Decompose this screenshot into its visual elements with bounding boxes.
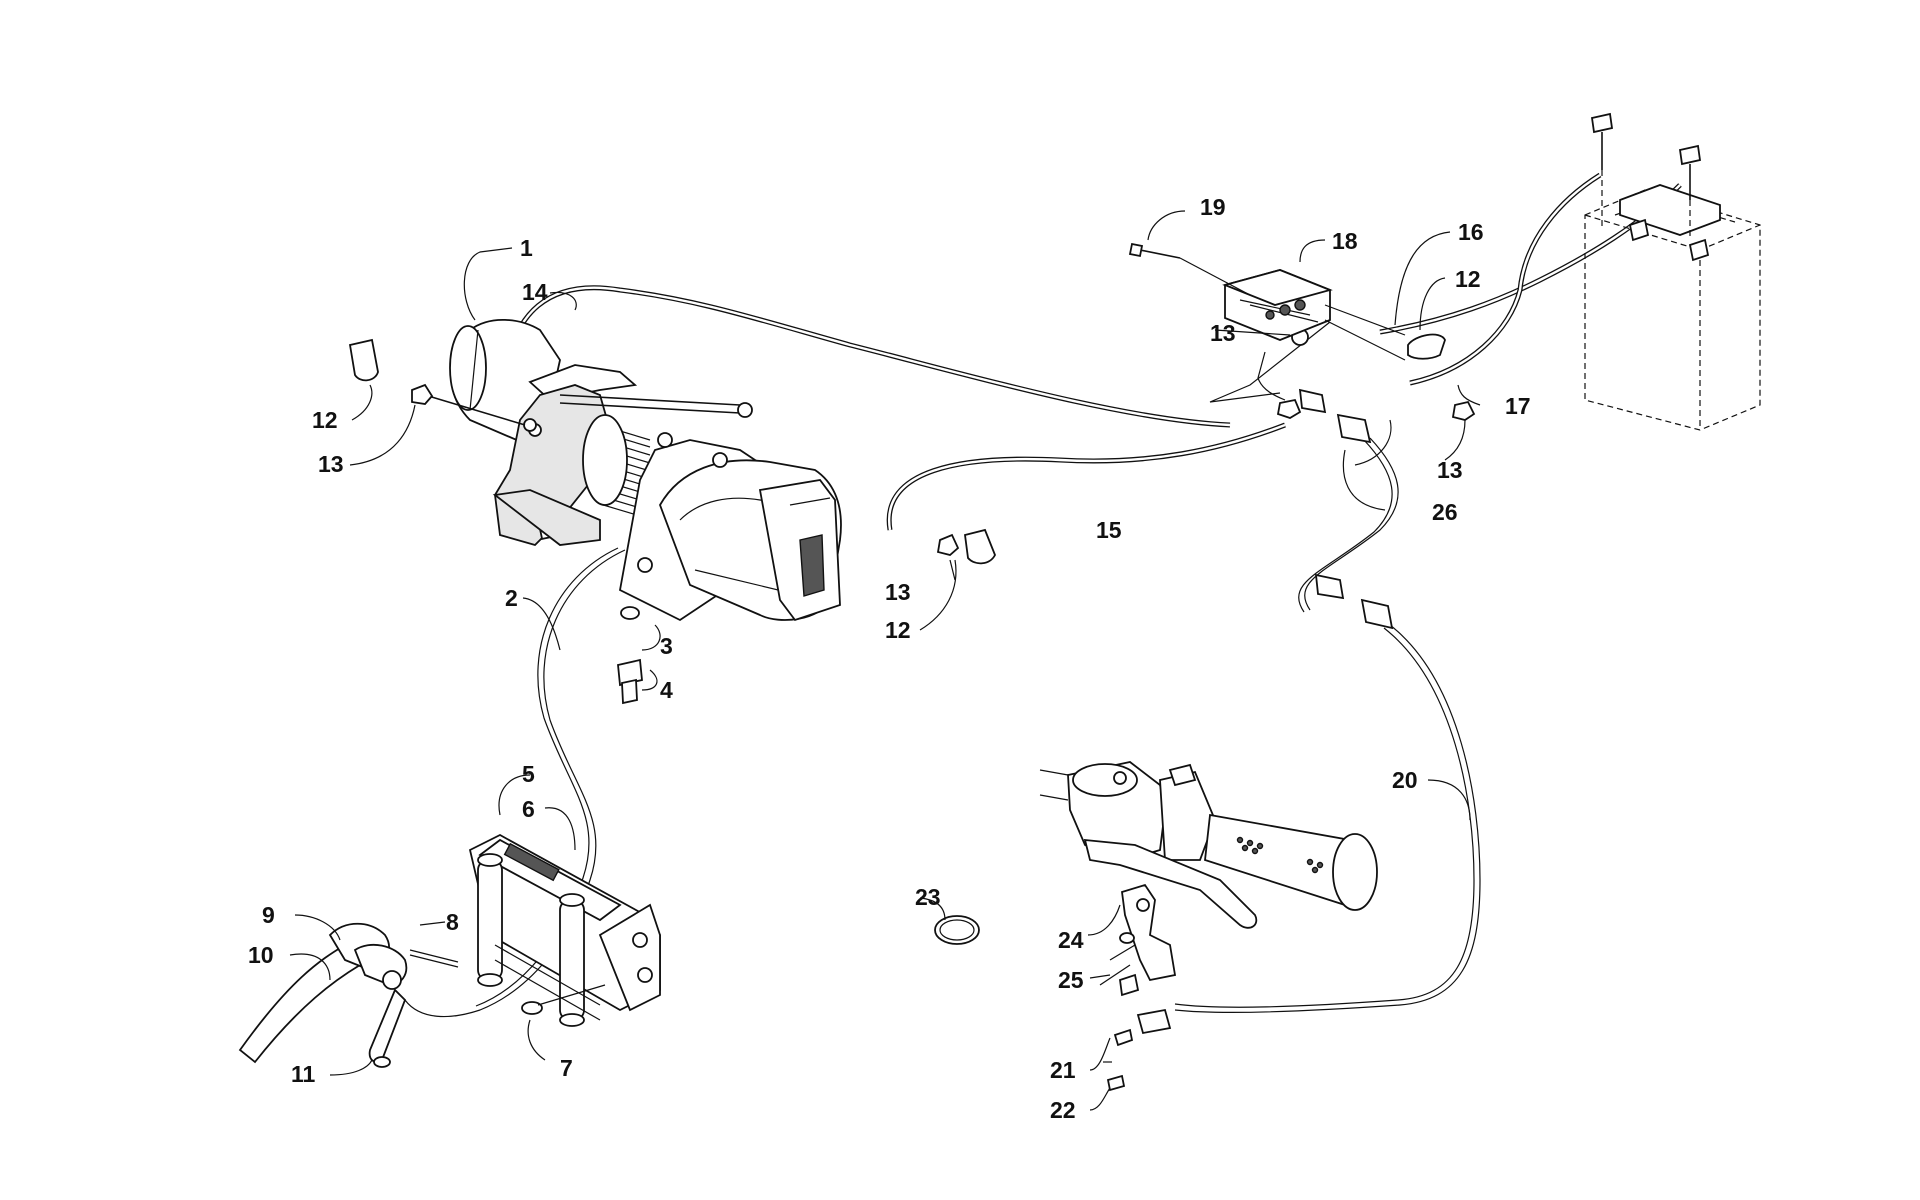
callout-17: 17 (1505, 393, 1531, 419)
battery (1584, 112, 1761, 431)
callout-13-solenoid: 13 (1210, 320, 1236, 346)
callout-13-left: 13 (318, 451, 344, 477)
callout-7: 7 (560, 1055, 573, 1081)
callout-24: 24 (1058, 927, 1084, 953)
callout-12-mid: 12 (885, 617, 911, 643)
callout-13-right: 13 (1437, 457, 1463, 483)
power-cables (502, 172, 1682, 531)
callout-12-right: 12 (1455, 266, 1481, 292)
callout-6: 6 (522, 796, 535, 822)
leader-lines (289, 210, 1481, 1111)
callout-16: 16 (1458, 219, 1484, 245)
callout-13-mid: 13 (885, 579, 911, 605)
callout-22: 22 (1050, 1097, 1076, 1123)
callout-26: 26 (1432, 499, 1458, 525)
callout-12-left: 12 (312, 407, 338, 433)
callout-11: 11 (291, 1061, 316, 1087)
callout-5: 5 (522, 761, 535, 787)
callout-3: 3 (660, 633, 673, 659)
handlebar-switch (1039, 761, 1378, 929)
solenoid (1128, 242, 1406, 361)
callout-18: 18 (1332, 228, 1358, 254)
winch-assembly (424, 318, 842, 622)
callout-10: 10 (248, 942, 274, 968)
winch-hardware (521, 606, 643, 1015)
callout-21: 21 (1050, 1057, 1076, 1083)
connectors (1298, 388, 1394, 630)
callout-9: 9 (262, 902, 275, 928)
callout-19: 19 (1200, 194, 1226, 220)
grip-texture (1236, 836, 1324, 874)
fairlead-assembly (468, 833, 661, 1027)
callout-25: 25 (1058, 967, 1084, 993)
callout-4: 4 (660, 677, 673, 703)
hook-strap (238, 922, 459, 1068)
callout-20: 20 (1392, 767, 1418, 793)
callout-15: 15 (1096, 517, 1122, 543)
terminal-boots-nuts (348, 328, 1476, 565)
callout-23: 23 (915, 884, 941, 910)
thumb-switch-parts (934, 883, 1177, 1092)
callout-1: 1 (520, 235, 533, 261)
callout-8: 8 (446, 909, 459, 935)
callout-labels: 1 2 3 4 5 6 7 8 9 10 11 12 13 14 13 12 1… (248, 194, 1531, 1123)
callout-2: 2 (505, 585, 518, 611)
callout-14: 14 (522, 279, 548, 305)
